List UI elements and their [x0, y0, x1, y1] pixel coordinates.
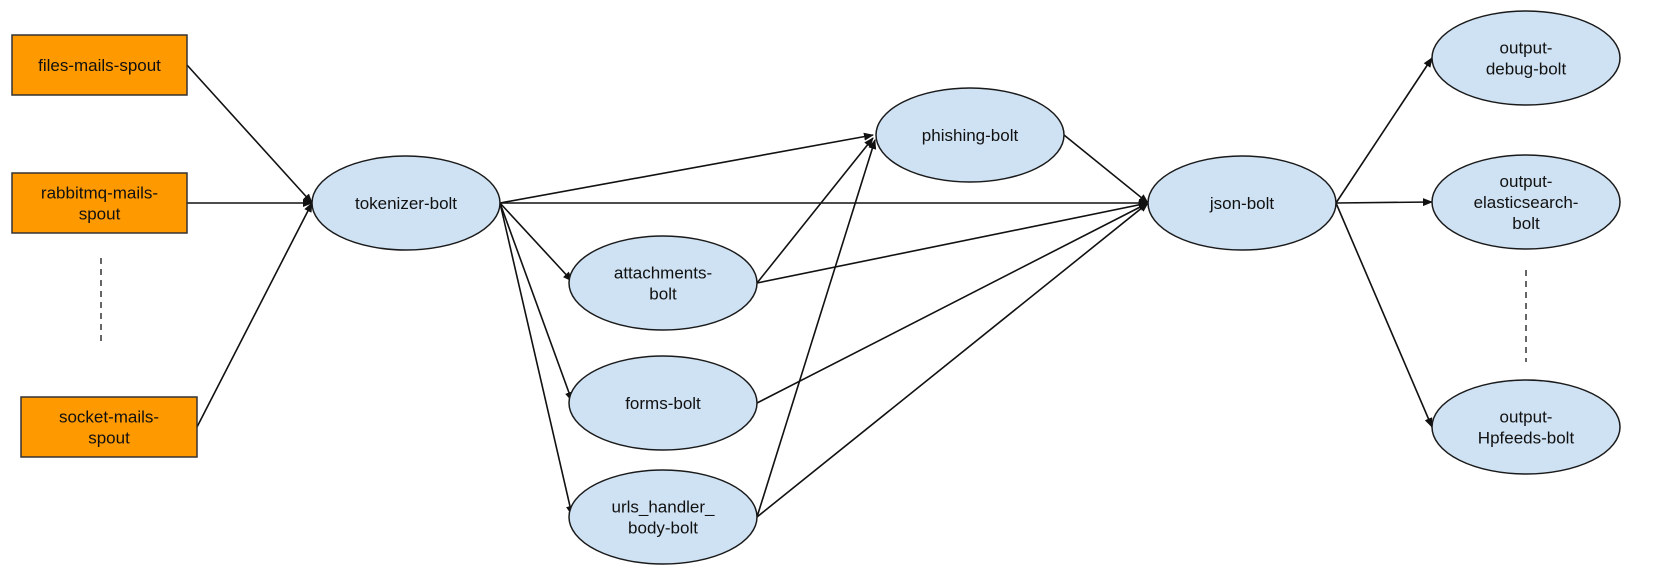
node-label-line: urls_handler_ — [611, 498, 715, 517]
node-label-line: spout — [79, 205, 121, 224]
node-label: forms-bolt — [625, 394, 701, 413]
node-label: tokenizer-bolt — [355, 194, 457, 213]
node-label: output- Hpfeeds-bolt — [1478, 408, 1575, 448]
bolt-node-tokenizer: tokenizer-bolt — [311, 155, 501, 251]
node-label-line: output- — [1500, 39, 1553, 58]
edge-tokenizer-to-phishing — [499, 132, 874, 204]
node-label-line: tokenizer-bolt — [355, 194, 457, 213]
node-label: json-bolt — [1209, 194, 1275, 213]
spout-node-socket-mails: socket-mails-spout — [20, 396, 198, 458]
node-label-line: bolt — [1512, 214, 1540, 233]
edge-files-spout-to-tokenizer — [186, 64, 313, 204]
node-label-line: socket-mails- — [59, 408, 159, 427]
node-label: socket-mails-spout — [59, 408, 159, 448]
edges — [186, 57, 1433, 518]
node-label-line: json-bolt — [1209, 194, 1275, 213]
node-label: output-debug-bolt — [1486, 39, 1567, 79]
node-label-line: spout — [88, 429, 130, 448]
node-label-line: attachments- — [614, 264, 712, 283]
node-label-line: output- — [1500, 408, 1553, 427]
node-label: urls_handler_ body-bolt — [611, 498, 715, 538]
node-label-line: output- — [1500, 172, 1553, 191]
bolt-node-forms: forms-bolt — [568, 355, 758, 451]
edge-urls-to-phishing — [756, 139, 877, 518]
edge-socket-spout-to-tokenizer — [196, 202, 313, 428]
bolt-node-output-debug: output-debug-bolt — [1431, 10, 1621, 106]
bolt-node-phishing: phishing-bolt — [875, 87, 1065, 183]
edge-tokenizer-to-attachments — [499, 202, 573, 282]
node-label: rabbitmq-mails-spout — [41, 184, 158, 224]
edge-attachments-to-json — [756, 200, 1149, 284]
node-label-line: rabbitmq-mails- — [41, 184, 158, 203]
edge-urls-to-json — [756, 202, 1149, 518]
spout-node-files-mails: files-mails-spout — [11, 34, 188, 96]
node-label: files-mails-spout — [38, 56, 161, 75]
bolt-node-json: json-bolt — [1147, 155, 1337, 251]
node-label: attachments-bolt — [614, 264, 712, 304]
node-label-line: elasticsearch- — [1474, 193, 1579, 212]
node-label-line: Hpfeeds-bolt — [1478, 429, 1575, 448]
spout-node-rabbitmq-mails: rabbitmq-mails-spout — [11, 172, 188, 234]
node-label-line: forms-bolt — [625, 394, 701, 413]
edge-tokenizer-to-urls — [499, 202, 574, 516]
edge-forms-to-json — [756, 202, 1149, 404]
edge-json-to-out-hpfeeds — [1335, 202, 1433, 428]
edge-phishing-to-json — [1063, 134, 1149, 204]
bolt-node-output-hpfeeds: output- Hpfeeds-bolt — [1431, 379, 1621, 475]
bolt-node-attachments: attachments-bolt — [568, 235, 758, 331]
bolt-node-urls-handler-body: urls_handler_ body-bolt — [568, 469, 758, 565]
edge-json-to-out-debug — [1335, 57, 1433, 204]
node-label: output-elasticsearch-bolt — [1474, 172, 1579, 233]
node-label-line: body-bolt — [628, 519, 698, 538]
edge-json-to-out-es — [1335, 198, 1433, 207]
node-label: phishing-bolt — [922, 126, 1019, 145]
edge-tokenizer-to-forms — [499, 202, 573, 402]
bolt-node-output-elasticsearch: output-elasticsearch-bolt — [1431, 154, 1621, 250]
node-label-line: debug-bolt — [1486, 60, 1567, 79]
edge-attachments-to-phishing — [756, 137, 874, 284]
node-label-line: files-mails-spout — [38, 56, 161, 75]
node-label-line: phishing-bolt — [922, 126, 1019, 145]
node-label-line: bolt — [649, 285, 677, 304]
